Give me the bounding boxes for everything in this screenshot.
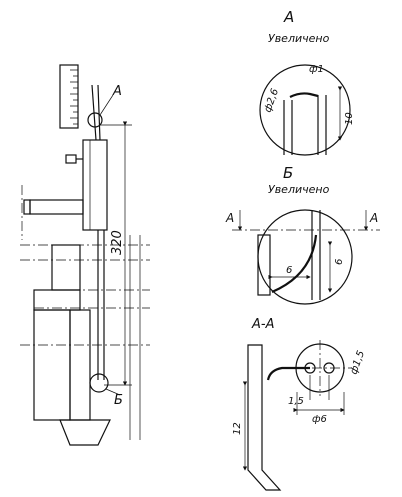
detail-b-curve (271, 234, 318, 294)
detail-b-view: Б Увеличено А А 6 6 (225, 164, 380, 305)
detail-a-phi2-6: ф2,6 (262, 87, 281, 114)
detail-a-circle (259, 64, 351, 156)
section-phi1-5: ф1,5 (348, 349, 367, 376)
detail-b-rods (311, 210, 321, 300)
main-assembly-view: А Б 320 (20, 64, 150, 446)
horizontal-rod (29, 199, 84, 215)
detail-a-title: А (283, 8, 294, 26)
concrete-block (33, 309, 71, 421)
scale-ticks (70, 69, 78, 125)
callout-b-leader (105, 388, 121, 396)
section-one-five: 1,5 (288, 396, 304, 407)
callout-a-circle (87, 112, 103, 128)
main-rod (97, 230, 105, 380)
detail-a-tubes (283, 95, 327, 155)
section-aa-view: А-А ф1,5 1,5 ф6 12 (232, 317, 367, 491)
clamp-frame (82, 139, 108, 231)
detail-a-view: А Увеличено ф1 ф2,6 10 (259, 8, 355, 156)
section-wire (266, 366, 310, 381)
rod-end (23, 199, 31, 215)
section-wall (247, 344, 282, 491)
callout-b-label: Б (114, 393, 123, 408)
section-mark-right: А (369, 211, 378, 225)
callout-b-circle (89, 373, 109, 393)
detail-a-ten: 10 (344, 112, 355, 125)
callout-a-leader (99, 94, 114, 116)
scale-bar (59, 64, 79, 129)
detail-b-circle (257, 209, 353, 305)
hatch-block-top (33, 289, 81, 311)
detail-b-subtitle: Увеличено (268, 183, 330, 196)
detail-b-six-h: 6 (286, 265, 292, 276)
detail-b-wall (257, 234, 271, 296)
horizontal-centerlines (20, 244, 150, 346)
section-aa-title: А-А (251, 317, 274, 332)
detail-b-title: Б (283, 164, 293, 182)
detail-a-phi1: ф1 (309, 64, 324, 75)
hatch-wall (69, 309, 91, 421)
callout-a-label: А (112, 84, 122, 99)
bottom-plate (59, 419, 111, 446)
section-phi6: ф6 (312, 414, 327, 425)
detail-b-six-v: 6 (334, 259, 345, 265)
dim-320-label: 320 (110, 230, 125, 255)
section-centerlines (294, 340, 352, 396)
knob (65, 154, 77, 164)
section-mark-left: А (225, 211, 234, 225)
detail-a-subtitle: Увеличено (268, 32, 330, 45)
section-dim-ext (296, 375, 345, 415)
section-twelve: 12 (232, 422, 243, 435)
side-lines (129, 235, 141, 440)
dim-320-ext (100, 124, 132, 386)
crosshatch-block (51, 244, 81, 291)
detail-a-wire (289, 92, 319, 98)
